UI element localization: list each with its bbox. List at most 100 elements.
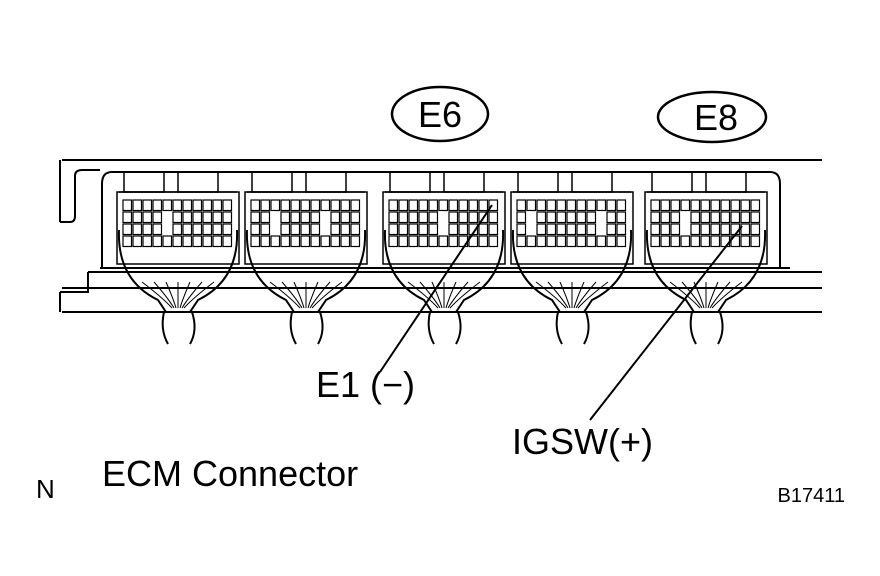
block-body (382, 191, 506, 265)
pin-cavity (388, 211, 399, 224)
pin-cavity (586, 211, 597, 224)
pin-cavity (556, 223, 567, 236)
wire (419, 281, 441, 309)
pin-cavity (418, 235, 429, 248)
connector-row (101, 171, 781, 345)
lock-tab (651, 171, 693, 193)
pin-cavity (192, 199, 203, 212)
pin-cavity (546, 211, 557, 224)
pin-cavity (720, 199, 731, 212)
pin-cavity (448, 235, 459, 248)
pin-cavity (740, 235, 751, 248)
block-body (644, 191, 768, 265)
pin-cavity (270, 235, 281, 248)
pin-cavity (122, 223, 133, 236)
pin-cavity (132, 211, 143, 224)
pin-cavity (300, 199, 311, 212)
pin-cavity (172, 199, 183, 212)
pin-cavity (122, 211, 133, 224)
igsw-terminal-label: IGSW(+) (512, 421, 653, 462)
pin-cavity (202, 223, 213, 236)
pin-cavity (260, 235, 271, 248)
lock-tab (517, 171, 559, 193)
pin-cavity (300, 235, 311, 248)
pin-cavity (596, 235, 607, 248)
wire (575, 281, 597, 309)
pin-cavity (182, 235, 193, 248)
pin-cavity (690, 223, 701, 236)
pin-cavity (428, 211, 439, 224)
pin-cavity (250, 199, 261, 212)
pin-cavity (212, 235, 223, 248)
pin-cavity (340, 211, 351, 224)
pin-cavity (516, 235, 527, 248)
e1-leader-line (379, 204, 493, 373)
pin-cavity (478, 199, 489, 212)
wire (309, 281, 331, 309)
pin-cavity (556, 235, 567, 248)
pin-cavity (468, 199, 479, 212)
pin-cavity (418, 211, 429, 224)
pin-cavity (202, 199, 213, 212)
pin-cavity (280, 199, 291, 212)
pin-cavity (162, 199, 173, 212)
pin-cavity (650, 223, 661, 236)
connector-frame (101, 171, 781, 268)
pin-cavity (516, 223, 527, 236)
pin-cavity (212, 199, 223, 212)
pin-cavity (458, 211, 469, 224)
pin-cavity (576, 211, 587, 224)
wire (709, 281, 731, 309)
wire (449, 281, 481, 309)
pin-cavity (250, 211, 261, 224)
pin-cavity (398, 223, 409, 236)
pin-cavity (280, 235, 291, 248)
wire (311, 281, 343, 309)
wire-harness (383, 229, 505, 313)
pin-cavity (340, 223, 351, 236)
pin-cavity (398, 235, 409, 248)
wire (407, 281, 439, 309)
wire (153, 281, 175, 309)
pin-cavity (700, 199, 711, 212)
wire (711, 281, 743, 309)
pin-cavity (330, 223, 341, 236)
orientation-mark: N (36, 474, 55, 504)
wire (535, 281, 567, 309)
pin-cavity (212, 223, 223, 236)
wire (431, 281, 443, 309)
pin-cavity (222, 199, 233, 212)
wire-harness (511, 229, 633, 313)
pin-cavity (670, 211, 681, 224)
pin-cavity (660, 199, 671, 212)
pin-cavity (350, 211, 361, 224)
pin-cavity (270, 199, 281, 212)
pin-cavity (730, 211, 741, 224)
pin-cavity (142, 223, 153, 236)
pin-cavity (750, 235, 761, 248)
pin-cavity (122, 235, 133, 248)
pin-cavity (606, 223, 617, 236)
pin-cavity (260, 199, 271, 212)
pin-cavity (388, 235, 399, 248)
pin-cavity (142, 211, 153, 224)
pin-cavity (448, 223, 459, 236)
pin-cavity (586, 199, 597, 212)
pin-cavity (428, 199, 439, 212)
lock-tab (443, 171, 485, 193)
pin-cavity (516, 199, 527, 212)
block-body (510, 191, 634, 265)
pin-cavity (690, 199, 701, 212)
pin-cavity (670, 235, 681, 248)
pin-cavity (290, 211, 301, 224)
pin-cavity (300, 211, 311, 224)
pin-cavity (152, 235, 163, 248)
pin-cavity (660, 211, 671, 224)
pin-cavity (172, 223, 183, 236)
wire (281, 281, 303, 309)
wire-harness (245, 229, 367, 313)
pin-cavity (536, 199, 547, 212)
pin-cavity (576, 235, 587, 248)
pin-cavity (488, 211, 499, 224)
lock-tab (571, 171, 613, 193)
